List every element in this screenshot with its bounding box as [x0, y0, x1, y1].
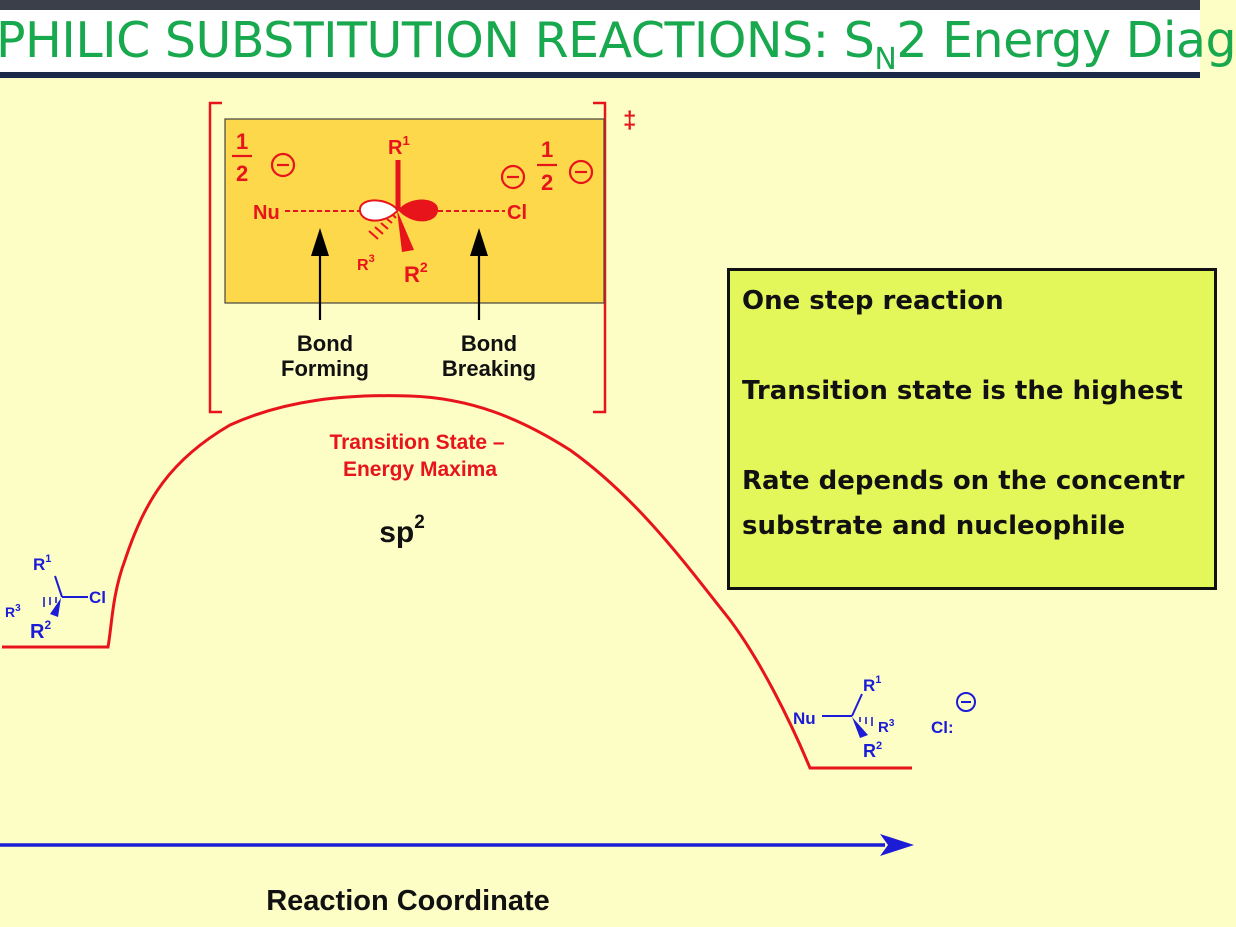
cl-minus-circle: [500, 164, 526, 190]
cl-half-denominator: 2: [541, 170, 553, 195]
key-points-box: One step reaction Transition state is th…: [727, 268, 1217, 590]
title-bar: PHILIC SUBSTITUTION REACTIONS: SN2 Energ…: [0, 10, 1236, 77]
product-molecule: Nu R1 R3 R2 Cl:: [793, 674, 976, 761]
key-point-3-line-2: substrate and nucleophile: [742, 511, 1126, 541]
chloride-label: Cl:: [931, 718, 954, 737]
product-wedge-bond: [852, 717, 868, 738]
reactant-cl-label: Cl: [89, 588, 106, 607]
ts-wedge-bond: [397, 210, 414, 252]
filled-p-lobe: [398, 199, 439, 222]
bond-forming-label-2: Forming: [281, 356, 369, 381]
title-subscript: N: [874, 42, 897, 77]
product-r3-label: R3: [878, 718, 895, 736]
reactant-r1-label: R1: [33, 553, 51, 574]
cl-partial-charge: 1 2: [500, 137, 594, 195]
reactant-molecule: R1 Cl R3 R2: [5, 553, 106, 643]
chloride-minus-circle: [956, 692, 976, 712]
product-nu-label: Nu: [793, 709, 816, 728]
reactant-r3-label: R3: [5, 603, 21, 620]
ts-bracket-left: [208, 101, 222, 414]
product-r1-label: R1: [863, 674, 881, 695]
nu-half-denominator: 2: [236, 161, 248, 186]
bond-forming-arrow: [311, 228, 329, 320]
nu-minus-circle: [270, 152, 296, 178]
ts-bracket-right: [593, 101, 607, 414]
ts-energy-label-2: Energy Maxima: [343, 458, 497, 481]
nu-partial-charge: 1 2: [232, 129, 296, 186]
title-text: PHILIC SUBSTITUTION REACTIONS: S: [0, 12, 875, 69]
energy-curve: [2, 394, 912, 770]
bond-breaking-label-1: Bond: [461, 331, 517, 356]
product-r2-label: R2: [863, 740, 882, 761]
ts-energy-label-1: Transition State –: [329, 431, 504, 454]
bond-forming-label-1: Bond: [297, 331, 353, 356]
reactant-r2-label: R2: [30, 618, 51, 643]
energy-diagram: ‡ 1 2 1 2 Nu Cl R1 R2: [0, 101, 976, 917]
empty-p-lobe: [359, 199, 400, 222]
title-underline: [0, 72, 1200, 78]
reaction-coordinate-axis: [0, 834, 914, 856]
bond-breaking-label-2: Breaking: [442, 356, 536, 381]
slide-title: PHILIC SUBSTITUTION REACTIONS: SN2 Energ…: [0, 12, 1236, 77]
bond-breaking-arrow: [470, 228, 488, 320]
key-point-3-line-1: Rate depends on the concentr: [742, 466, 1185, 496]
double-dagger: ‡: [623, 107, 636, 134]
ts-nu-label: Nu: [253, 202, 280, 224]
reactant-wedge-bond: [50, 598, 61, 617]
ts-r1-label: R1: [388, 133, 410, 159]
top-dark-bar: [0, 0, 1200, 10]
ts-r3-label: R3: [357, 253, 375, 274]
key-point-2: Transition state is the highest: [742, 376, 1183, 406]
ts-molecule: Nu Cl R1 R2 R3: [253, 133, 527, 287]
ts-hashed-bond: [368, 214, 397, 240]
reactant-hashed-bond: [43, 597, 57, 607]
cl-minus-circle-2: [568, 159, 594, 185]
cl-half-numerator: 1: [541, 137, 553, 162]
title-text-end: 2 Energy Diag: [896, 12, 1236, 69]
x-axis-label: Reaction Coordinate: [266, 885, 550, 917]
hybridization-label: sp2: [379, 512, 425, 549]
nu-half-numerator: 1: [236, 129, 248, 154]
key-point-1: One step reaction: [742, 286, 1004, 316]
ts-r2-label: R2: [404, 259, 428, 287]
product-hashed-bond: [859, 717, 873, 726]
ts-cl-label: Cl: [507, 202, 527, 224]
